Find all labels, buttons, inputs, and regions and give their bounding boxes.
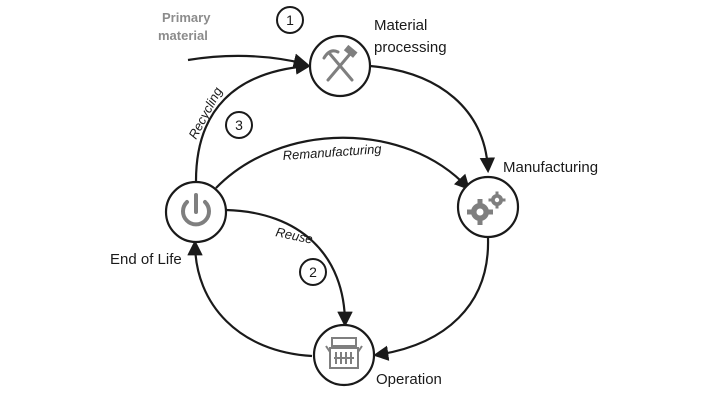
material-processing-label-line2: processing (374, 39, 447, 56)
primary-material-label-line2: material (158, 28, 208, 43)
arc-remanufacturing (215, 136, 471, 191)
remanufacturing-label: Remanufacturing (282, 141, 383, 163)
end-of-life-label: End of Life (110, 251, 182, 268)
node-material-processing (308, 34, 372, 98)
operation-label: Operation (376, 371, 442, 388)
arc-reuse (225, 208, 353, 328)
arc-operation-to-end-of-life (187, 239, 313, 358)
node-end-of-life (164, 180, 228, 244)
arc-manufacturing-to-operation (372, 237, 490, 361)
node-operation (312, 323, 376, 387)
badge-1-number: 1 (286, 12, 294, 28)
node-manufacturing (456, 175, 520, 239)
arc-processing-to-manufacturing (369, 64, 496, 174)
manufacturing-label: Manufacturing (503, 159, 598, 176)
recycling-label: Recycling (185, 84, 225, 141)
badge-3: 3 (225, 111, 253, 139)
primary-material-label-line1: Primary (162, 10, 211, 25)
reuse-label: Reuse (274, 224, 314, 246)
badge-1: 1 (276, 6, 304, 34)
hammer-pickaxe-icon (322, 44, 358, 82)
gears-icon (467, 191, 506, 225)
arc-recycling (194, 59, 312, 182)
power-icon (181, 193, 211, 227)
badge-2: 2 (299, 258, 327, 286)
badge-2-number: 2 (309, 264, 317, 280)
machine-icon (325, 337, 363, 369)
arc-primary-material (187, 53, 309, 69)
badge-3-number: 3 (235, 117, 243, 133)
material-processing-label-line1: Material (374, 17, 427, 34)
